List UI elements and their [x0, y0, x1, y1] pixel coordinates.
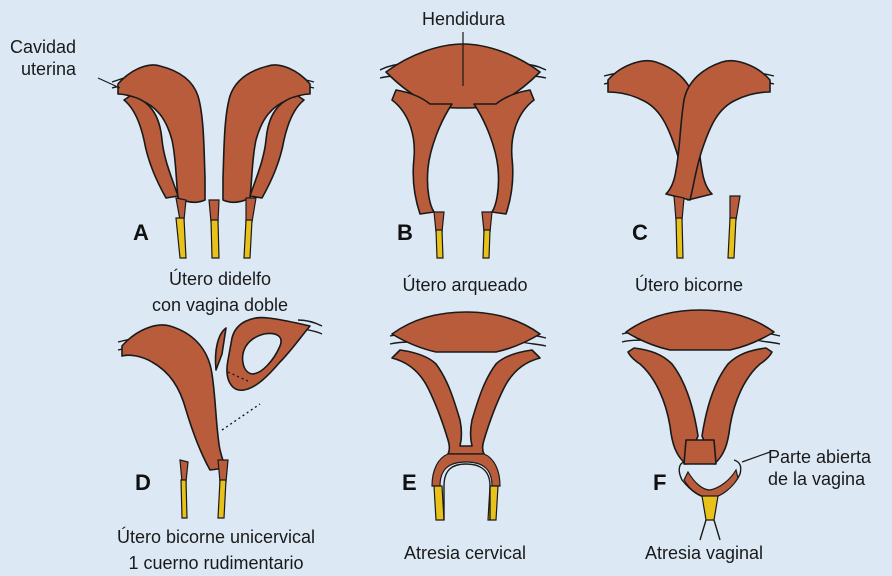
panel-d-caption-line-1: Útero bicorne unicervical	[96, 524, 336, 550]
panel-a-caption-line-1: Útero didelfo	[140, 266, 300, 292]
panel-c-caption-line-1: Útero bicorne	[614, 272, 764, 298]
panel-d-caption: Útero bicorne unicervical 1 cuerno rudim…	[96, 524, 336, 576]
panel-b-letter: B	[397, 220, 413, 246]
panel-f-letter: F	[653, 470, 666, 496]
cavity-label-line-2: uterina	[10, 58, 76, 80]
rudimentary-horn	[227, 318, 310, 391]
cleft-label: Hendidura	[422, 8, 505, 30]
cavity-label: Cavidad uterina	[10, 36, 76, 80]
panel-c-drawing	[604, 61, 774, 258]
open-vagina-label-line-1: Parte abierta	[768, 446, 871, 468]
panel-f-drawing	[622, 310, 780, 540]
main-horn	[122, 325, 226, 470]
panel-e-caption-line-1: Atresia cervical	[380, 540, 550, 566]
panel-c-letter: C	[632, 220, 648, 246]
panel-a-caption: Útero didelfo con vagina doble	[140, 266, 300, 318]
panel-e-caption: Atresia cervical	[380, 540, 550, 566]
panel-c-caption: Útero bicorne	[614, 272, 764, 298]
panel-f-caption-line-1: Atresia vaginal	[624, 540, 784, 566]
panel-a-caption-line-2: con vagina doble	[140, 292, 300, 318]
panel-b-caption: Útero arqueado	[380, 272, 550, 298]
panel-d-letter: D	[135, 470, 151, 496]
panel-f-caption: Atresia vaginal	[624, 540, 784, 566]
open-vagina-label-line-2: de la vagina	[768, 468, 871, 490]
panel-b-caption-line-1: Útero arqueado	[380, 272, 550, 298]
cavity-leader	[98, 78, 120, 88]
open-vagina-label: Parte abierta de la vagina	[768, 446, 871, 490]
panel-d-caption-line-2: 1 cuerno rudimentario	[96, 550, 336, 576]
panel-a-letter: A	[133, 220, 149, 246]
panel-e-letter: E	[402, 470, 417, 496]
cavity-label-line-1: Cavidad	[10, 36, 76, 58]
